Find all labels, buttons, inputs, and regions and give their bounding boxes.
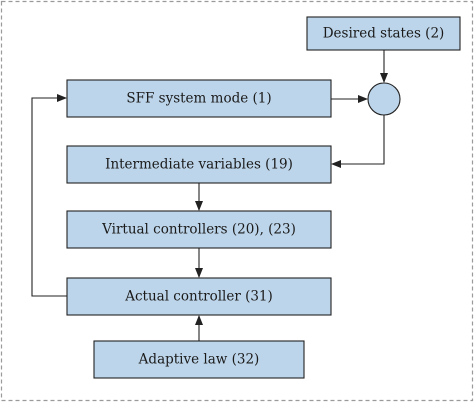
edge-sum-to-intermediate <box>331 115 385 168</box>
node-intermediate-variables: Intermediate variables (19) <box>66 145 332 184</box>
node-virtual-controllers-label: Virtual controllers (20), (23) <box>101 222 296 238</box>
node-sff-system-mode-label: SFF system mode (1) <box>126 91 271 107</box>
node-sff-system-mode: SFF system mode (1) <box>66 79 332 118</box>
node-desired-states: Desired states (2) <box>306 16 461 51</box>
node-desired-states-label: Desired states (2) <box>323 26 445 42</box>
edge-actual-feedback-to-sff <box>31 94 67 297</box>
node-adaptive-law: Adaptive law (32) <box>93 340 305 379</box>
node-actual-controller: Actual controller (31) <box>66 277 332 316</box>
summing-junction <box>367 82 401 116</box>
node-virtual-controllers: Virtual controllers (20), (23) <box>66 210 332 249</box>
node-adaptive-law-label: Adaptive law (32) <box>138 352 260 368</box>
node-actual-controller-label: Actual controller (31) <box>124 289 273 305</box>
node-intermediate-variables-label: Intermediate variables (19) <box>105 157 293 173</box>
